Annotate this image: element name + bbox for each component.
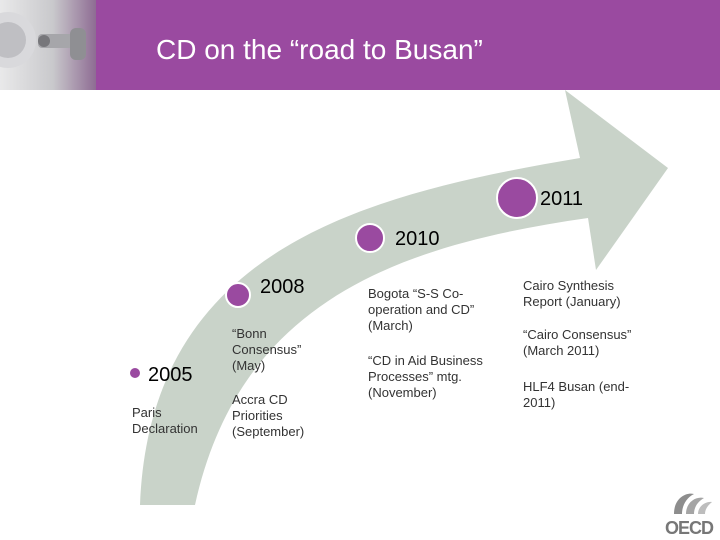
key-lock-icon — [0, 12, 86, 68]
oecd-logo-text: OECD — [665, 518, 714, 538]
note-cd-aid-business: “CD in Aid Business Processes” mtg. (Nov… — [368, 353, 483, 400]
marker-2011 — [496, 177, 538, 219]
year-2008: 2008 — [260, 276, 305, 298]
note-bonn-consensus: “Bonn Consensus” (May) — [232, 326, 302, 373]
year-2010: 2010 — [395, 228, 440, 250]
note-paris-declaration: Paris Declaration — [132, 405, 198, 436]
year-2011: 2011 — [540, 188, 584, 210]
key-lock-image — [0, 0, 96, 90]
marker-2005 — [128, 366, 142, 380]
note-hlf4-busan: HLF4 Busan (end- 2011) — [523, 379, 630, 410]
header-bar: CD on the “road to Busan” — [0, 0, 720, 90]
note-cairo-consensus: “Cairo Consensus” (March 2011) — [523, 327, 632, 358]
marker-2008 — [225, 282, 251, 308]
oecd-logo-icon — [674, 493, 712, 514]
note-cairo-synthesis: Cairo Synthesis Report (January) — [523, 278, 621, 309]
slide-title: CD on the “road to Busan” — [156, 34, 483, 65]
marker-2010 — [355, 223, 385, 253]
note-bogota: Bogota “S-S Co- operation and CD” (March… — [368, 286, 475, 333]
year-2005: 2005 — [148, 364, 193, 386]
note-accra-cd-priorities: Accra CD Priorities (September) — [232, 392, 305, 439]
